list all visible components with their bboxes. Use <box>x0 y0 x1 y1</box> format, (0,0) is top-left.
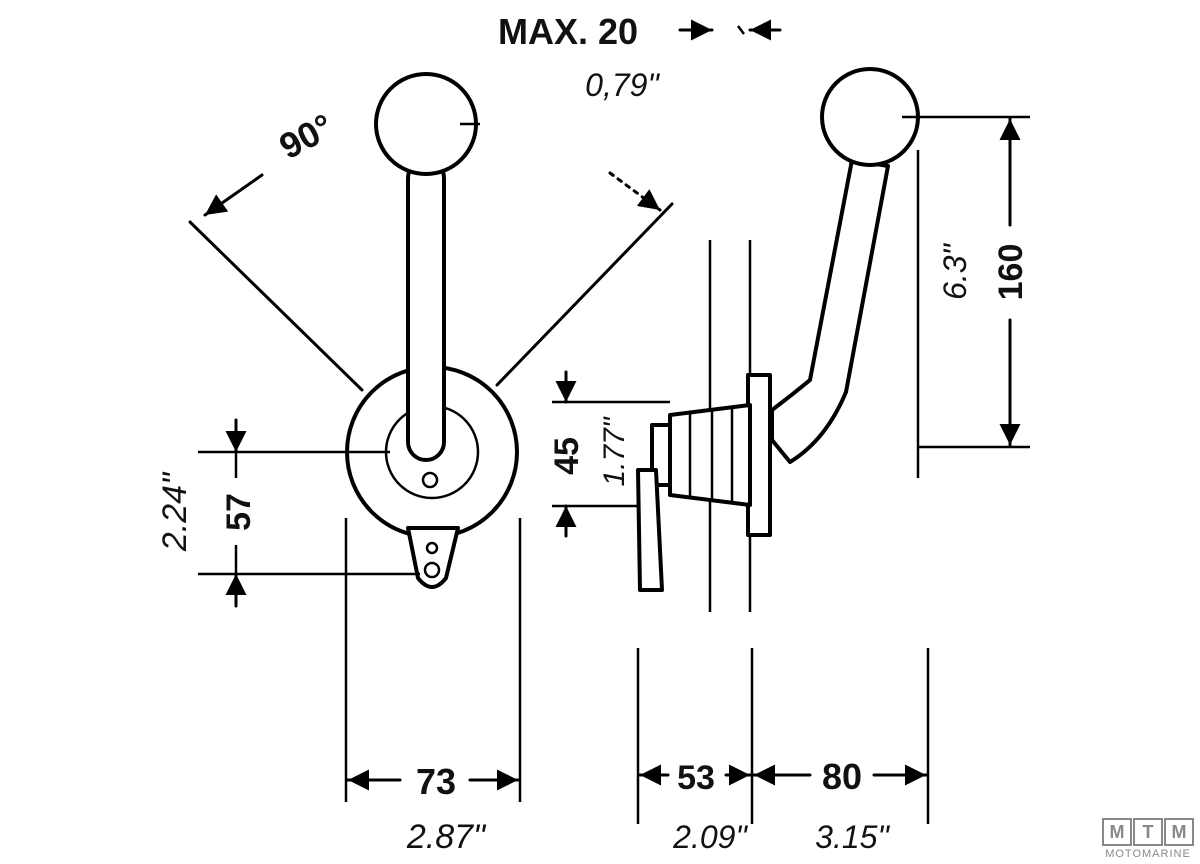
lever-shaft-front <box>406 158 446 462</box>
width-in-label: 2.87" <box>406 818 487 856</box>
front-view: 90° 57 2.24" 73 2.87" <box>156 72 674 856</box>
side-view: 45 1.77" 160 6.3" 53 80 2.09" 3.15" <box>548 67 1030 855</box>
max-tick <box>737 25 745 35</box>
logo-letter-2: T <box>1133 818 1163 846</box>
height-mm-label: 160 <box>992 244 1030 301</box>
angle-arrow-right <box>608 171 662 212</box>
mounting-tab <box>406 526 460 589</box>
cable-arm <box>636 468 664 592</box>
depth-mm-label: 53 <box>677 759 715 797</box>
max-gap-in-label: 0,79" <box>585 67 660 103</box>
max-gap-label: MAX. 20 <box>498 11 638 52</box>
tab-hole-bottom <box>423 561 441 579</box>
logo-letter-3: M <box>1164 818 1194 846</box>
angle-line-right <box>495 202 674 387</box>
logo-letter-1: M <box>1102 818 1132 846</box>
hub-mm-label: 45 <box>548 437 586 475</box>
angle-arrow-left <box>203 173 264 217</box>
logo-wordmark: MOTOMARINE <box>1105 848 1191 860</box>
max-gap-dimension: MAX. 20 0,79" <box>498 11 782 103</box>
mount-mm-label: 57 <box>220 493 258 531</box>
angle-label: 90° <box>273 105 340 167</box>
motomarine-logo: M T M MOTOMARINE <box>1102 818 1194 860</box>
tab-hole-top <box>425 541 439 555</box>
angle-line-left <box>188 220 364 392</box>
housing-body <box>668 403 752 507</box>
pivot-hole <box>421 471 439 489</box>
width-mm-label: 73 <box>416 761 456 802</box>
reach-in-label: 3.15" <box>815 819 890 855</box>
hub-in-label: 1.77" <box>598 416 631 486</box>
height-in-label: 6.3" <box>937 242 973 299</box>
reach-mm-label: 80 <box>822 756 862 797</box>
lever-shaft-side <box>770 158 890 464</box>
mount-in-label: 2.24" <box>156 471 194 552</box>
depth-in-label: 2.09" <box>672 819 748 855</box>
